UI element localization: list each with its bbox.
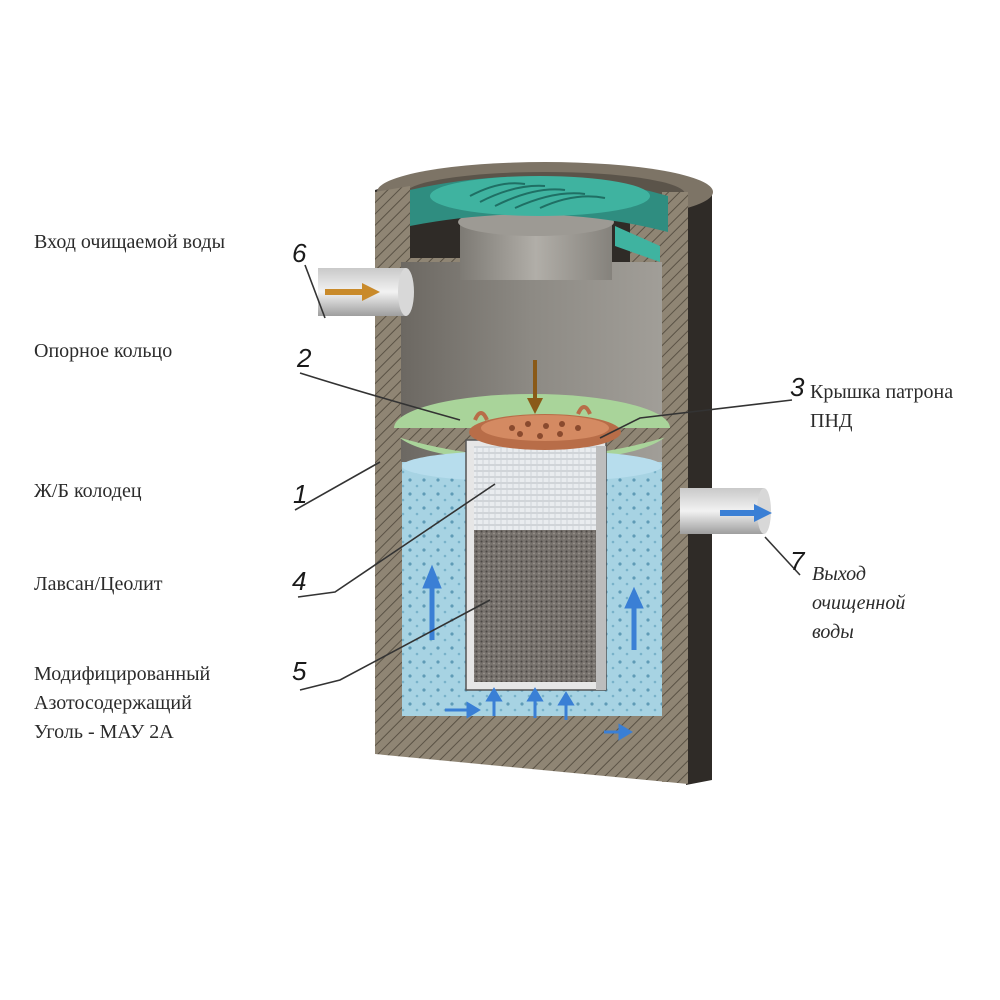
lavsan-layer — [474, 446, 596, 530]
callout-7: 7 — [790, 546, 806, 576]
leader-7 — [764, 536, 801, 576]
callout-3: 3 — [790, 372, 805, 402]
filter-cartridge — [465, 360, 621, 691]
label-charcoal-line2: Азотосодержащий — [34, 692, 192, 714]
callout-6: 6 — [292, 238, 307, 268]
outlet-pipe — [680, 488, 772, 534]
callout-2: 2 — [296, 343, 312, 373]
manhole-cover — [410, 176, 668, 262]
callout-1: 1 — [293, 479, 307, 509]
label-inlet: Вход очищаемой воды — [34, 231, 225, 253]
leader-lines — [294, 264, 801, 691]
leader-6 — [304, 264, 326, 319]
leader-1 — [294, 461, 381, 511]
well-right-wall — [662, 192, 688, 782]
inlet-pipe — [318, 268, 414, 316]
leader-4 — [297, 483, 496, 598]
outlet-arrow-head — [754, 504, 772, 522]
bottom-flow-arrows — [445, 687, 633, 741]
callout-4: 4 — [292, 566, 306, 596]
label-well: Ж/Б колодец — [34, 480, 142, 502]
inlet-arrow-head — [362, 283, 380, 301]
downflow-arrow-head — [527, 398, 543, 414]
upflow-arrow-right — [624, 586, 644, 650]
cover-hinge — [615, 226, 660, 262]
cap-handle-left — [473, 411, 489, 421]
cap-handle-right — [576, 405, 592, 415]
leader-2 — [299, 372, 461, 421]
cartridge-side-shade — [596, 446, 606, 690]
charcoal-layer — [474, 530, 596, 682]
label-charcoal-line3: Уголь - МАУ 2А — [34, 721, 174, 743]
leader-3 — [599, 399, 793, 439]
well-bottom-slab — [375, 716, 688, 784]
label-cap-line2: ПНД — [810, 410, 853, 432]
label-lavsan: Лавсан/Цеолит — [34, 573, 163, 595]
label-outlet-line1: Выход — [812, 563, 866, 585]
label-outlet-line3: воды — [812, 621, 854, 643]
label-support-ring: Опорное кольцо — [34, 340, 172, 362]
cover-plate — [430, 176, 650, 216]
lower-left-wall — [380, 462, 402, 718]
callout-5: 5 — [292, 656, 307, 686]
label-cap-line1: Крышка патрона — [810, 381, 953, 403]
inlet-pipe-end — [398, 268, 414, 316]
label-charcoal-line1: Модифицированный — [34, 663, 211, 685]
label-outlet-line2: очищенной — [812, 592, 905, 614]
leader-5 — [299, 599, 491, 691]
